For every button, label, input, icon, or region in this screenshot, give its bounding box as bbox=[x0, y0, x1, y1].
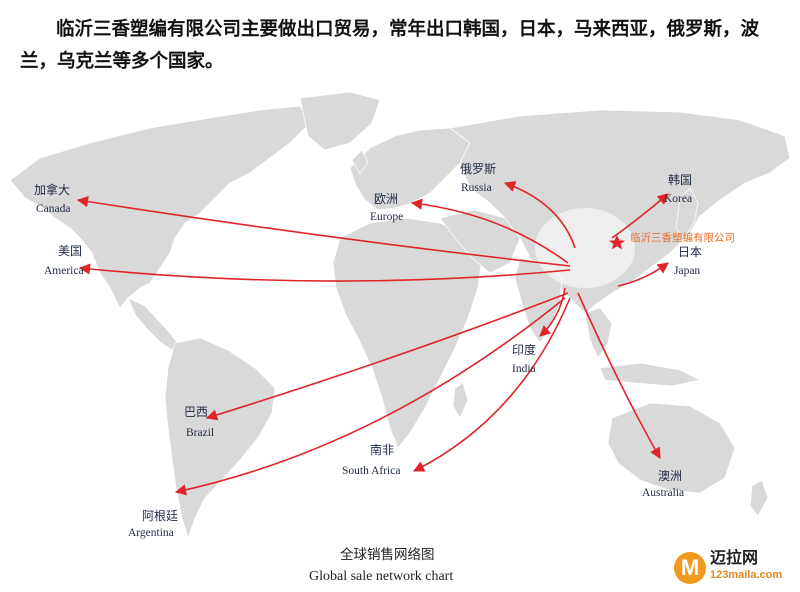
uk-landmass bbox=[351, 149, 369, 175]
europe-landmass bbox=[349, 127, 471, 211]
label-europe: 欧洲 Europe bbox=[370, 192, 403, 223]
arrow-to-europe bbox=[410, 198, 569, 264]
svg-text:南非: 南非 bbox=[370, 442, 394, 457]
label-south-africa: 南非 South Africa bbox=[342, 442, 400, 477]
japan-landmass bbox=[675, 187, 699, 239]
south-america-landmass bbox=[164, 337, 276, 540]
label-india: 印度 India bbox=[512, 342, 536, 375]
svg-text:South Africa: South Africa bbox=[342, 465, 400, 477]
svg-text:阿根廷: 阿根廷 bbox=[142, 509, 178, 523]
svg-text:Russia: Russia bbox=[461, 182, 492, 194]
australia-landmass bbox=[607, 402, 736, 494]
svg-text:Korea: Korea bbox=[664, 193, 692, 205]
svg-text:澳洲: 澳洲 bbox=[658, 469, 682, 483]
arrow-to-brazil bbox=[205, 292, 569, 421]
svg-text:俄罗斯: 俄罗斯 bbox=[460, 162, 496, 176]
sales-network-map: 临沂三香塑编有限公司 加拿大 Canada 美国 America 欧洲 Euro… bbox=[9, 91, 791, 584]
maila-logo-icon: M bbox=[674, 552, 706, 584]
southeast-asia-landmass bbox=[584, 307, 613, 359]
intro-paragraph: 临沂三香塑编有限公司主要做出口贸易，常年出口韩国，日本，马来西亚，俄罗斯，波兰，… bbox=[20, 19, 760, 72]
label-korea: 韩国 Korea bbox=[664, 172, 692, 205]
watermark-text: 迈拉网 123maila.com bbox=[710, 548, 782, 582]
svg-text:加拿大: 加拿大 bbox=[34, 182, 70, 197]
svg-text:巴西: 巴西 bbox=[184, 405, 208, 419]
svg-text:Europe: Europe bbox=[370, 211, 403, 223]
caption-chinese: 全球销售网络图 bbox=[340, 546, 435, 563]
label-russia: 俄罗斯 Russia bbox=[460, 162, 496, 194]
arrow-to-india bbox=[539, 287, 566, 337]
svg-text:印度: 印度 bbox=[512, 342, 536, 357]
arrow-to-canada bbox=[76, 196, 571, 267]
watermark-url: 123maila.com bbox=[710, 569, 783, 581]
caption-english: Global sale network chart bbox=[309, 569, 453, 584]
north-america-landmass bbox=[9, 105, 311, 309]
arrow-to-argentina bbox=[174, 297, 566, 496]
central-america-landmass bbox=[127, 297, 179, 351]
svg-text:欧洲: 欧洲 bbox=[374, 192, 398, 206]
greenland-landmass bbox=[299, 91, 381, 151]
arrow-to-korea bbox=[611, 193, 669, 239]
svg-text:Japan: Japan bbox=[674, 265, 700, 277]
arrow-to-australia bbox=[577, 292, 661, 459]
indonesia-landmass bbox=[599, 362, 702, 387]
label-canada: 加拿大 Canada bbox=[34, 182, 70, 215]
hq-label: 临沂三香塑编有限公司 bbox=[630, 231, 735, 244]
label-america: 美国 America bbox=[44, 244, 84, 277]
label-australia: 澳洲 Australia bbox=[642, 469, 684, 499]
svg-text:India: India bbox=[512, 363, 536, 375]
hq-star-icon bbox=[609, 235, 625, 250]
label-japan: 日本 Japan bbox=[674, 245, 702, 277]
arrow-to-japan bbox=[617, 262, 669, 287]
arrow-to-america bbox=[78, 263, 571, 282]
new-zealand-landmass bbox=[749, 479, 769, 517]
svg-text:韩国: 韩国 bbox=[668, 172, 692, 187]
svg-text:Argentina: Argentina bbox=[128, 527, 174, 539]
svg-text:美国: 美国 bbox=[58, 244, 82, 258]
svg-text:日本: 日本 bbox=[678, 245, 702, 259]
svg-text:Australia: Australia bbox=[642, 487, 684, 499]
watermark-name: 迈拉网 bbox=[710, 548, 759, 567]
china-highlight bbox=[535, 208, 635, 288]
arrow-to-russia bbox=[503, 181, 576, 249]
asia-landmass bbox=[449, 109, 791, 314]
svg-text:America: America bbox=[44, 265, 84, 277]
svg-text:Brazil: Brazil bbox=[186, 427, 214, 439]
svg-text:Canada: Canada bbox=[36, 203, 70, 215]
label-brazil: 巴西 Brazil bbox=[184, 405, 214, 439]
watermark-logo: M 迈拉网 123maila.com bbox=[672, 548, 796, 588]
madagascar-landmass bbox=[452, 382, 469, 419]
world-map: 临沂三香塑编有限公司 加拿大 Canada 美国 America 欧洲 Euro… bbox=[0, 88, 800, 592]
label-argentina: 阿根廷 Argentina bbox=[128, 509, 178, 539]
arrow-to-south-africa bbox=[412, 297, 571, 472]
